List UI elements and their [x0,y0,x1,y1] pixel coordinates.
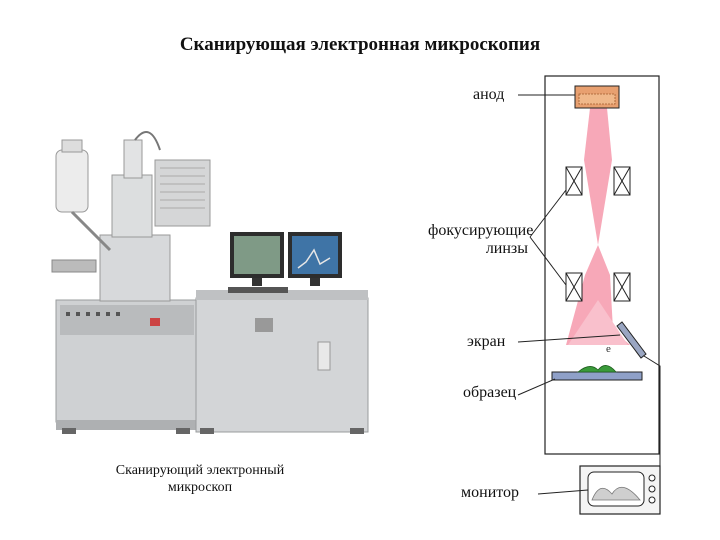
lens-lower-left [565,272,583,302]
lens-lower-right [613,272,631,302]
monitor-knob-1 [648,474,656,482]
photo-caption-line2: микроскоп [167,480,233,495]
detector-screen [616,321,647,359]
microscope-column [544,75,660,455]
leader-monitor [537,489,589,495]
label-monitor: монитор [461,484,520,501]
label-screen: экран [467,333,506,350]
monitor-knob-2 [648,485,656,493]
leader-lens-upper [529,189,567,238]
leader-sample [517,378,556,396]
electron-beam-lower [566,245,630,345]
photo-caption: Сканирующий электронный микроскоп [70,462,330,496]
diagram-title: Сканирующая электронная микроскопия [179,34,541,55]
label-sample: образец [463,384,517,401]
monitor-knob-3 [648,496,656,504]
label-lenses-line2: линзы [485,240,528,257]
photo-caption-line1: Сканирующий электронный [115,463,285,478]
label-lenses: фокусирующие линзы [428,222,534,258]
sample-stage [551,371,643,381]
leader-lens-lower [529,236,567,286]
electron-label: e [606,343,611,355]
electron-beam-upper [584,108,612,245]
signal-wire [643,355,661,475]
label-lenses-line1: фокусирующие [428,222,534,239]
label-anode: анод [473,86,505,103]
sample [576,365,617,373]
leader-screen [517,334,621,343]
lens-upper-right [613,166,631,196]
lens-upper-left [565,166,583,196]
